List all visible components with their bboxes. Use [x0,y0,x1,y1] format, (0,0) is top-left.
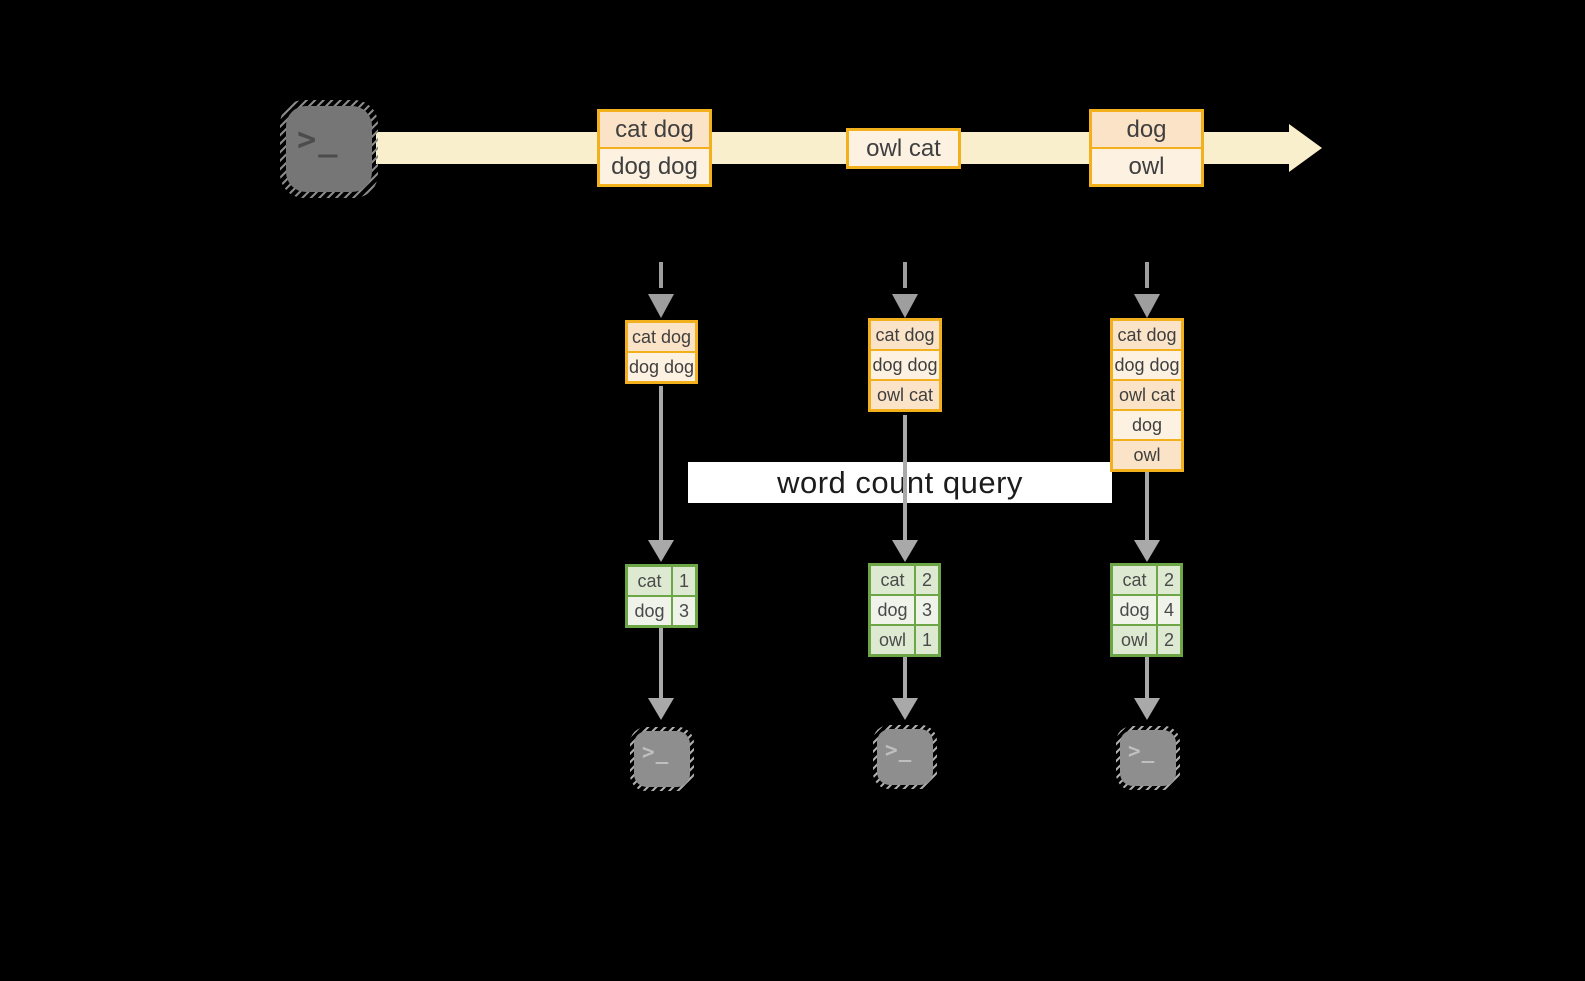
stream-batch-3: dog owl [1089,109,1204,187]
terminal-prompt-glyph: >_ [297,120,340,158]
result-count-cell: 2 [1158,626,1180,654]
result-count-cell: 1 [916,626,938,654]
result-count-cell: 2 [916,566,938,594]
state-record: dog [1113,411,1181,439]
terminal-body [1120,730,1176,786]
state-record: owl cat [1113,381,1181,409]
sink-terminal-icon: >_ [630,727,694,791]
stream-record: owl cat [849,131,958,166]
stream-record: owl [1092,149,1201,184]
state-stack-1: cat dog dog dog [625,320,698,384]
state-record: dog dog [1113,351,1181,379]
result-word-cell: owl [871,626,914,654]
result-count-cell: 2 [1158,566,1180,594]
state-stack-2: cat dog dog dog owl cat [868,318,942,412]
stream-batch-2: owl cat [846,128,961,169]
sink-terminal-icon: >_ [873,725,937,789]
state-record: cat dog [1113,321,1181,349]
result-word-cell: owl [1113,626,1156,654]
stream-record: cat dog [600,112,709,147]
stream-record: dog [1092,112,1201,147]
result-count-cell: 4 [1158,596,1180,624]
result-word-cell: dog [871,596,914,624]
stream-record: dog dog [600,149,709,184]
result-word-cell: cat [871,566,914,594]
state-stack-3: cat dog dog dog owl cat dog owl [1110,318,1184,472]
query-band: word count query [688,462,1112,503]
terminal-body [286,106,372,192]
sink-terminal-icon: >_ [1116,726,1180,790]
result-count-cell: 3 [673,597,695,625]
result-word-cell: cat [1113,566,1156,594]
result-word-cell: dog [628,597,671,625]
result-word-cell: dog [1113,596,1156,624]
terminal-body [634,731,690,787]
query-label: word count query [777,464,1023,500]
state-record: dog dog [628,353,695,381]
terminal-body [877,729,933,785]
result-table-2: cat 2 dog 3 owl 1 [868,563,941,657]
terminal-prompt-glyph: >_ [642,740,670,764]
result-word-cell: cat [628,567,671,595]
stream-batch-1: cat dog dog dog [597,109,712,187]
result-table-1: cat 1 dog 3 [625,564,698,628]
state-record: cat dog [628,323,695,351]
source-terminal-icon: >_ [280,100,378,198]
result-table-3: cat 2 dog 4 owl 2 [1110,563,1183,657]
state-record: dog dog [871,351,939,379]
stream-arrowhead-icon [1289,124,1322,172]
state-record: cat dog [871,321,939,349]
result-count-cell: 1 [673,567,695,595]
state-record: owl [1113,441,1181,469]
terminal-prompt-glyph: >_ [1128,739,1156,763]
result-count-cell: 3 [916,596,938,624]
terminal-prompt-glyph: >_ [885,738,913,762]
state-record: owl cat [871,381,939,409]
